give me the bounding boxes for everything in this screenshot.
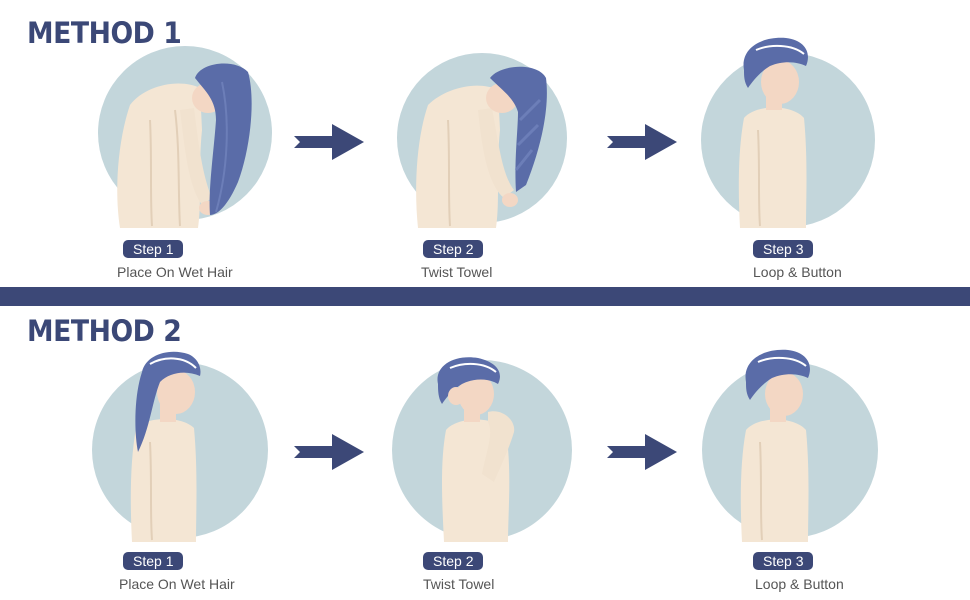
step-caption: Twist Towel bbox=[423, 576, 495, 592]
wrapped-figure-illustration bbox=[701, 37, 875, 228]
method-2-step-3: Step 3 Loop & Button bbox=[700, 312, 920, 592]
step-badge: Step 3 bbox=[753, 552, 814, 570]
step-caption: Place On Wet Hair bbox=[117, 264, 233, 280]
draped-figure-illustration bbox=[92, 351, 268, 542]
method-1-step-1: Step 1 Place On Wet Hair bbox=[90, 0, 310, 280]
bending-figure-illustration bbox=[98, 46, 272, 228]
step-badge: Step 3 bbox=[753, 240, 814, 258]
method-1-step-2: Step 2 Twist Towel bbox=[390, 0, 610, 280]
twisting-figure-illustration bbox=[397, 53, 567, 228]
right-arrow-icon bbox=[607, 124, 677, 160]
method-1-title: METHOD 1 bbox=[27, 16, 182, 50]
step-badge: Step 1 bbox=[123, 240, 184, 258]
step-caption: Loop & Button bbox=[753, 264, 842, 280]
method-2-title: METHOD 2 bbox=[27, 314, 182, 348]
twisting-turban-figure-illustration bbox=[392, 357, 572, 542]
step-badge: Step 1 bbox=[123, 552, 184, 570]
step-caption: Twist Towel bbox=[421, 264, 493, 280]
method-2-step-1: Step 1 Place On Wet Hair bbox=[90, 312, 310, 592]
step-badge: Step 2 bbox=[423, 240, 484, 258]
step-caption: Loop & Button bbox=[755, 576, 844, 592]
right-arrow-icon bbox=[607, 434, 677, 470]
step-badge: Step 2 bbox=[423, 552, 484, 570]
right-arrow-icon bbox=[294, 434, 364, 470]
section-divider bbox=[0, 287, 970, 306]
step-caption: Place On Wet Hair bbox=[119, 576, 235, 592]
right-arrow-icon bbox=[294, 124, 364, 160]
method-1-step-3: Step 3 Loop & Button bbox=[700, 0, 920, 280]
method-2-step-2: Step 2 Twist Towel bbox=[390, 312, 610, 592]
wrapped-figure-illustration bbox=[702, 349, 878, 542]
